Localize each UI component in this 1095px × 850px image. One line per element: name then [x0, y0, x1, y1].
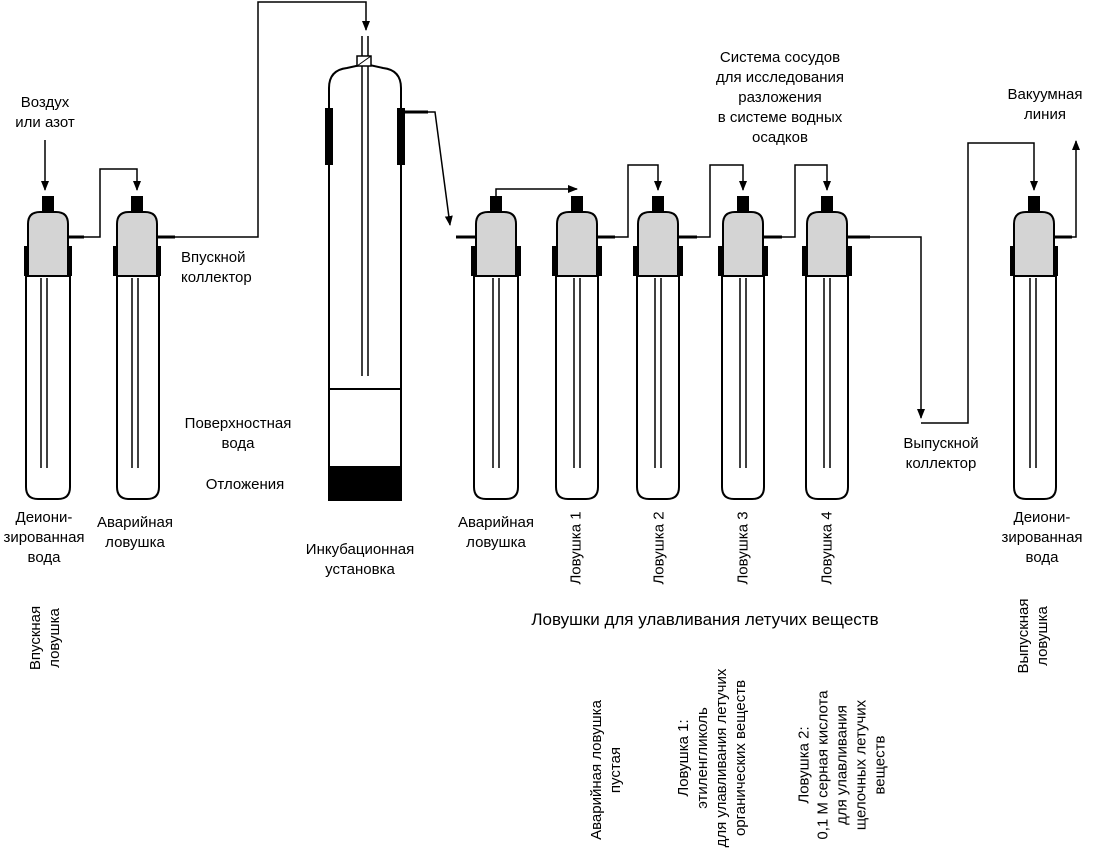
tube-outlet-manifold [870, 236, 925, 419]
label-trap-4: Ловушка 4 [818, 511, 836, 585]
label-trap-2-description: Ловушка 2: 0,1 М серная кислота для улав… [795, 690, 889, 840]
tube-trap2-to-trap3 [697, 164, 747, 238]
vessel-trap-4 [802, 196, 870, 500]
label-trap-1: Ловушка 1 [567, 511, 585, 585]
vessel-deionized-water-left [24, 196, 84, 500]
label-trap-3: Ловушка 3 [734, 511, 752, 585]
tube-dw-to-emergency [84, 168, 141, 238]
incubation-unit [325, 36, 428, 501]
label-system-title: Система сосудов для исследования разложе… [716, 49, 844, 146]
label-emergency-trap-right: Аварийная ловушка [458, 514, 534, 551]
tube-vacuum-line [1072, 140, 1080, 238]
tube-trap1-to-trap2 [615, 164, 662, 238]
tube-trap3-to-trap4 [782, 164, 831, 238]
label-emergency-trap-empty: Аварийная ловушка пустая [588, 700, 624, 840]
vessel-emergency-trap-left [113, 196, 175, 500]
vessel-trap-2 [633, 196, 697, 500]
tube-incubator-outlet [428, 111, 453, 226]
label-inlet-trap: Впускная ловушка [27, 605, 63, 671]
label-volatile-traps: Ловушки для улавливания летучих веществ [531, 610, 879, 629]
label-trap-1-description: Ловушка 1: этиленгликоль для улавливания… [675, 668, 749, 848]
vessel-deionized-water-right [1010, 196, 1072, 500]
label-outlet-manifold: Выпускной коллектор [903, 435, 979, 472]
label-surface-water: Поверхностная вода [184, 415, 292, 452]
label-deionized-water-right: Деиони- зированная вода [1001, 509, 1083, 566]
label-emergency-trap-left: Аварийная ловушка [97, 514, 173, 551]
vessel-trap-1 [552, 196, 615, 500]
label-inlet-manifold: Впускной коллектор [181, 249, 252, 286]
tube-emergency-to-trap1 [495, 185, 578, 196]
label-incubation-unit: Инкубационная установка [305, 541, 415, 578]
label-vacuum-line: Вакуумная линия [1007, 86, 1083, 123]
vessel-emergency-trap-right [456, 196, 521, 500]
label-air-or-nitrogen: Воздух или азот [15, 94, 75, 131]
vessel-trap-3 [718, 196, 782, 500]
label-sediments: Отложения [205, 476, 285, 493]
tube-inlet-manifold [175, 1, 370, 238]
label-outlet-trap: Выпускная ловушка [1015, 598, 1051, 674]
label-deionized-water-left: Деиони- зированная вода [3, 509, 85, 566]
label-trap-2: Ловушка 2 [650, 511, 668, 585]
tube-to-outlet-trap [921, 142, 1038, 424]
